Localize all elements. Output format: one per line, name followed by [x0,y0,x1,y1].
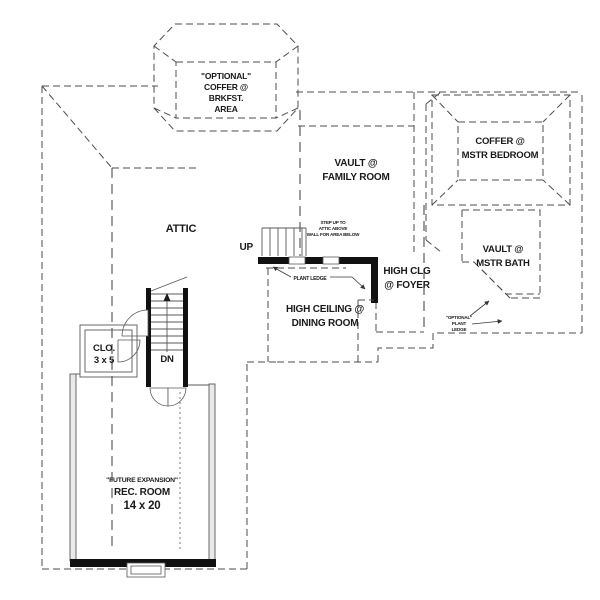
door-swing-hall [121,309,149,337]
door-swing-left [149,387,169,407]
stairs-down: DN [146,276,188,407]
label-dn: DN [160,354,174,365]
label-rec-2: REC. ROOM [114,487,170,498]
stair-note-2: ATTIC ABOVE [319,226,348,231]
attic-lines [41,85,301,552]
label-rec-3: 14 x 20 [124,500,161,512]
label-family-1: VAULT @ [335,158,378,169]
master-bedroom-coffer: COFFER @ MSTR BEDROOM [431,94,571,206]
stair-direction-arrow [163,293,171,301]
label-closet-1: CLO. [93,343,115,354]
stair-note-3: WALL FOR AREA BELOW [307,232,360,237]
label-attic: ATTIC [166,223,197,235]
label-dining-1: HIGH CEILING @ [286,304,365,315]
label-dining-2: DINING ROOM [292,318,359,329]
label-foyer-2: @ FOYER [384,280,431,291]
label-brkfst-1: "OPTIONAL" [201,71,251,81]
label-rec-1: "FUTURE EXPANSION" [106,477,178,484]
label-plant-ledge: PLANT LEDGE [293,276,327,282]
foyer-dining: PLANT LEDGE HIGH CLG @ FOYER HIGH CEILIN… [258,256,431,362]
label-family-2: FAMILY ROOM [322,172,389,183]
label-opt-plant-ledge-1: "OPTIONAL" [446,315,472,320]
label-opt-plant-ledge-3: LEDGE [452,327,467,332]
door-swing-right [167,387,187,407]
label-brkfst-2: COFFER @ [204,82,248,92]
stairs-up: UP STEP UP TO ATTIC ABOVE WALL FOR AREA … [240,220,360,256]
label-up: UP [240,242,254,253]
label-foyer-1: HIGH CLG [383,266,431,277]
label-bedroom-1: COFFER @ [475,136,524,147]
breakfast-coffer: "OPTIONAL" COFFER @ BRKFST. AREA [153,23,299,132]
label-bath-1: VAULT @ [483,244,524,255]
rec-room: "FUTURE EXPANSION" REC. ROOM 14 x 20 [69,373,216,578]
stair-note-1: STEP UP TO [320,220,346,225]
label-brkfst-3: BRKFST. [209,93,244,103]
label-brkfst-4: AREA [214,104,237,114]
label-opt-plant-ledge-2: PLANT [452,321,467,326]
family-room: VAULT @ FAMILY ROOM [298,91,442,253]
master-bath: VAULT @ MSTR BATH "OPTIONAL" PLANT LEDGE [375,205,541,333]
label-bedroom-2: MSTR BEDROOM [462,150,539,161]
closet: CLO. 3 x 5 [79,309,149,378]
plant-ledge-label-bg [286,272,334,282]
label-closet-2: 3 x 5 [94,355,115,366]
label-bath-2: MSTR BATH [476,258,530,269]
outer-boundary [41,85,583,570]
door-swing-closet [117,339,141,363]
